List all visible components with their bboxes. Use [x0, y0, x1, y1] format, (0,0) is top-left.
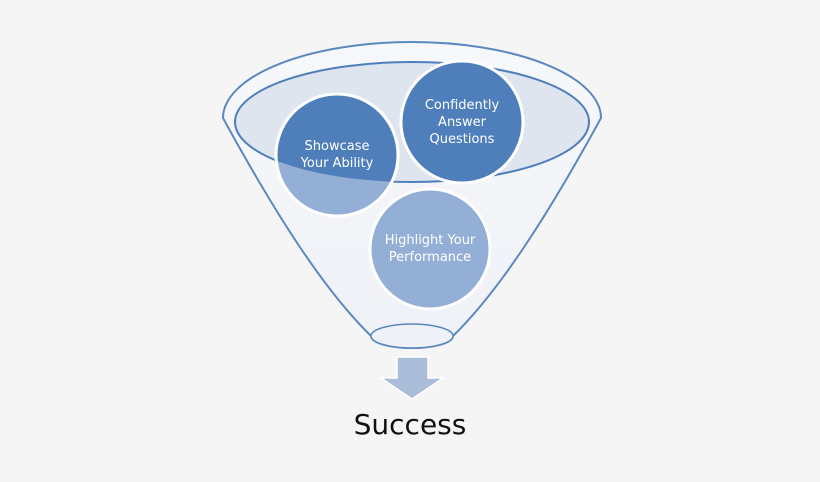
circle-showcase-ability-inner: [274, 92, 400, 182]
down-arrow-icon: [378, 356, 446, 400]
circle-confidently-answer: [399, 59, 525, 185]
circle-highlight-performance: [368, 187, 492, 311]
success-label: Success: [353, 408, 467, 441]
funnel-spout: [370, 323, 454, 349]
